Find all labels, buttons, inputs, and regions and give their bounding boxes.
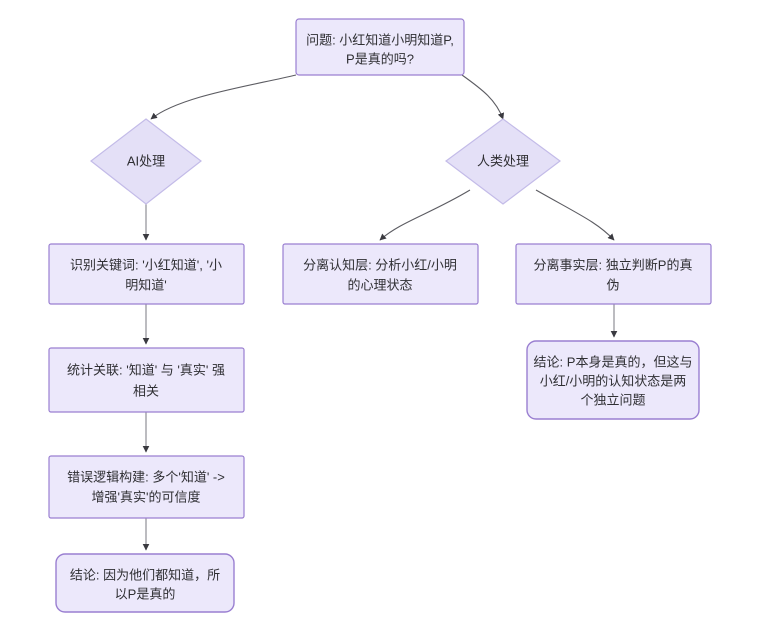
node-ai-branch-shape <box>90 118 202 205</box>
node-human-branch-shape <box>444 118 562 205</box>
node-question-line-2: P是真的吗? <box>346 51 414 66</box>
edge-layer <box>142 74 618 551</box>
edge-human-branch-to-fact <box>535 189 615 241</box>
node-ai-conclusion[interactable]: 结论: 因为他们都知道，所 以P是真的 <box>55 553 235 613</box>
node-ai-step-false-logic-line-2: 增强'真实'的可信度 <box>92 489 201 504</box>
node-ai-step-keywords[interactable]: 识别关键词: '小红知道', '小 明知道' <box>48 243 245 305</box>
edge-question-to-human-branch <box>461 74 505 120</box>
node-ai-step-correlation-shape <box>48 347 245 413</box>
edge-question-to-ai-branch <box>150 74 297 120</box>
node-ai-conclusion-line-2: 以P是真的 <box>115 586 176 601</box>
node-ai-conclusion-line-1: 结论: 因为他们都知道，所 <box>70 567 220 582</box>
node-question[interactable]: 问题: 小红知道小明知道P, P是真的吗? <box>295 18 465 76</box>
node-ai-step-correlation-line-2: 相关 <box>133 383 159 398</box>
node-human-step-fact-shape <box>515 243 712 305</box>
edge-human-branch-to-cognitive <box>379 189 471 241</box>
node-question-line-1: 问题: 小红知道小明知道P, <box>306 32 454 47</box>
node-human-step-cognitive[interactable]: 分离认知层: 分析小红/小明 的心理状态 <box>282 243 479 305</box>
node-human-conclusion-line-1: 结论: P本身是真的，但这与 <box>534 354 693 369</box>
node-human-conclusion-line-2: 小红/小明的认知状态是两 <box>540 373 687 388</box>
node-ai-step-keywords-line-1: 识别关键词: '小红知道', '小 <box>70 257 222 272</box>
node-ai-step-false-logic-line-1: 错误逻辑构建: 多个'知道' -> <box>67 469 225 484</box>
node-human-conclusion[interactable]: 结论: P本身是真的，但这与 小红/小明的认知状态是两 个独立问题 <box>526 340 700 420</box>
node-human-step-fact-line-1: 分离事实层: 独立判断P的真 <box>534 257 693 272</box>
node-human-conclusion-shape <box>526 340 700 420</box>
node-human-step-cognitive-line-1: 分离认知层: 分析小红/小明 <box>303 257 457 272</box>
node-human-step-cognitive-shape <box>282 243 479 305</box>
node-question-shape <box>295 18 465 76</box>
node-ai-branch[interactable]: AI处理 <box>90 118 202 205</box>
node-ai-step-false-logic-shape <box>48 455 245 519</box>
node-ai-step-correlation[interactable]: 统计关联: '知道' 与 '真实' 强 相关 <box>48 347 245 413</box>
node-human-step-fact[interactable]: 分离事实层: 独立判断P的真 伪 <box>515 243 712 305</box>
node-human-branch[interactable]: 人类处理 <box>444 118 562 205</box>
node-human-conclusion-line-3: 个独立问题 <box>580 392 645 407</box>
node-ai-conclusion-shape <box>55 553 235 613</box>
node-human-branch-label: 人类处理 <box>477 153 529 168</box>
node-ai-step-keywords-shape <box>48 243 245 305</box>
node-human-step-fact-line-2: 伪 <box>606 277 619 292</box>
node-ai-branch-label: AI处理 <box>127 153 165 168</box>
node-human-step-cognitive-line-2: 的心理状态 <box>347 277 412 292</box>
node-ai-step-correlation-line-1: 统计关联: '知道' 与 '真实' 强 <box>67 362 225 377</box>
node-ai-step-false-logic[interactable]: 错误逻辑构建: 多个'知道' -> 增强'真实'的可信度 <box>48 455 245 519</box>
node-ai-step-keywords-line-2: 明知道' <box>125 277 166 292</box>
